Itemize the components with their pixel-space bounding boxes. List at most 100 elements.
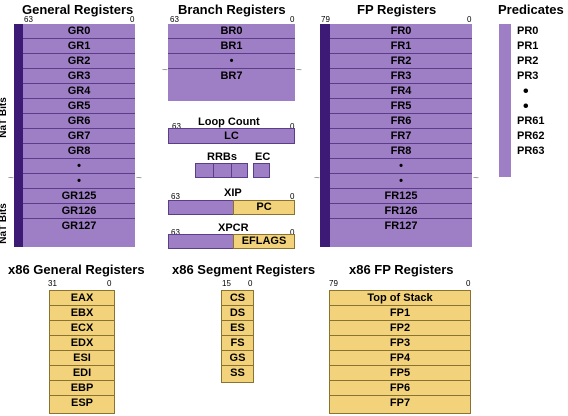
register-fp2: FP2 [330,321,470,336]
predicate-pr63: PR63 [517,145,545,157]
xip-title: XIP [224,187,242,199]
x86-general-title: x86 General Registers [8,262,145,277]
break-mark: ~ [314,173,320,184]
register-gr125: GR125 [23,189,135,204]
ellipsis-dot: • [330,174,472,189]
x86-fp-bit-79: 79 [329,279,338,288]
register-fr127: FR127 [384,220,418,232]
predicate-pr3: PR3 [517,70,539,82]
register-fp7: FP7 [389,397,411,409]
x86-general-bit-0: 0 [107,279,112,288]
xip-pc-register: PC [233,200,295,215]
predicates-title: Predicates [498,2,564,17]
break-mark: ~ [8,173,14,184]
register-gr6: GR6 [23,114,135,129]
predicate-pr62: PR62 [517,130,545,142]
register-gs: GS [222,351,253,366]
xpcr-upper [168,234,234,249]
general-bit-0: 0 [130,15,135,24]
break-mark: ~ [473,173,479,184]
register-gr4: GR4 [23,84,135,99]
branch-registers-title: Branch Registers [178,2,286,17]
break-mark: ~ [296,65,302,76]
register-edx: EDX [50,336,114,351]
rrbs-register [195,163,248,178]
x86-segment-bit-0: 0 [248,279,253,288]
ellipsis-dot: • [330,159,472,174]
register-fr1: FR1 [330,39,472,54]
register-fr126: FR126 [330,204,472,219]
register-fp1: FP1 [330,306,470,321]
register-gr8: GR8 [23,144,135,159]
register-fs: FS [222,336,253,351]
fp-bit-79: 79 [321,15,330,24]
xpcr-bit-63: 63 [171,228,180,237]
register-ss: SS [230,367,245,379]
register-gr1: GR1 [23,39,135,54]
xip-bit-63: 63 [171,192,180,201]
register-gr7: GR7 [23,129,135,144]
ellipsis-dot: • [523,98,529,115]
register-gr5: GR5 [23,99,135,114]
ellipsis-dot: • [523,83,529,100]
register-ebp: EBP [50,381,114,396]
branch-bit-63: 63 [170,15,179,24]
ellipsis-dot: • [168,54,295,69]
x86-fp-title: x86 FP Registers [349,262,454,277]
register-edi: EDI [50,366,114,381]
nat-bits-label-bottom: NaT Bits [0,203,9,244]
register-br0: BR0 [168,24,295,39]
xpcr-title: XPCR [218,222,249,234]
register-top-of-stack: Top of Stack [330,291,470,306]
ellipsis-dot: • [23,174,135,189]
register-esp: ESP [70,397,93,409]
x86-fp-bit-0: 0 [466,279,471,288]
register-gr127: GR127 [61,220,97,232]
register-gr3: GR3 [23,69,135,84]
register-fr5: FR5 [330,99,472,114]
register-fr8: FR8 [330,144,472,159]
predicate-pr0: PR0 [517,25,539,37]
register-fr7: FR7 [330,129,472,144]
lc-bit-63: 63 [172,122,181,131]
register-fr6: FR6 [330,114,472,129]
nat-bits-label-top: NaT Bits [0,97,9,138]
ec-register [253,163,270,178]
ec-title: EC [255,151,271,163]
fp-bit-0: 0 [467,15,472,24]
register-cs: CS [222,291,253,306]
break-mark: ~ [162,65,168,76]
predicate-pr1: PR1 [517,40,539,52]
register-gr0: GR0 [23,24,135,39]
loop-count-title: Loop Count [198,116,260,128]
register-ebx: EBX [50,306,114,321]
lc-bit-0: 0 [290,122,295,131]
register-ds: DS [222,306,253,321]
register-eax: EAX [50,291,114,306]
x86-segment-bit-15: 15 [222,279,231,288]
register-fr0: FR0 [330,24,472,39]
ellipsis-dot: • [23,159,135,174]
register-gr126: GR126 [23,204,135,219]
general-registers-title: General Registers [22,2,134,17]
predicate-pr61: PR61 [517,115,545,127]
xip-upper [168,200,234,215]
branch-bit-0: 0 [290,15,295,24]
register-fp6: FP6 [330,381,470,396]
register-br1: BR1 [168,39,295,54]
fp-nat-column [320,24,330,247]
register-fr3: FR3 [330,69,472,84]
register-fr2: FR2 [330,54,472,69]
xpcr-bit-0: 0 [290,228,295,237]
register-fp3: FP3 [330,336,470,351]
register-fr4: FR4 [330,84,472,99]
register-br7: BR7 [220,70,243,82]
break-mark: ~ [136,173,142,184]
